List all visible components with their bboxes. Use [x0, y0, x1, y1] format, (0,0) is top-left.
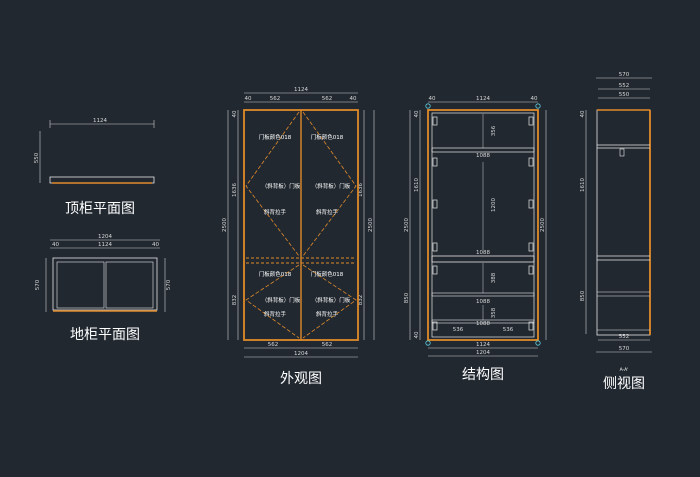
side-title: 侧视图 — [603, 376, 645, 392]
base-plan-middle-dim: 1124 — [98, 242, 112, 248]
side-bottom-inner-dim: 552 — [619, 334, 630, 340]
top-plan-width-dim: 1124 — [93, 118, 107, 124]
top-plan-panel — [49, 176, 155, 184]
exterior-lower-mid-left-label: （斜背板）门板 — [262, 296, 301, 304]
structure-mid-gap: 1200 — [491, 198, 497, 212]
structure-corner-tr: 40 — [531, 96, 538, 102]
base-cabinet-plan: 1204 40 1124 40 570 570 地柜平面图 — [35, 234, 172, 343]
exterior-top-right-dim: 40 — [350, 96, 357, 102]
exterior-upper-door-left-label: 门板颜色018 — [259, 133, 292, 141]
exterior-side-top-dim: 40 — [232, 110, 238, 117]
exterior-upper-handle-right-label: 斜背拉手 — [316, 208, 339, 216]
base-plan-overall-dim: 1204 — [98, 234, 112, 240]
exterior-top-mid2-dim: 562 — [322, 96, 333, 102]
structure-shelf3-width: 1088 — [476, 299, 490, 305]
top-plan-depth-dim: 550 — [34, 152, 40, 163]
structure-top-total-dim: 1124 — [476, 96, 490, 102]
structure-height-upper: 1610 — [414, 178, 420, 192]
base-plan-title: 地柜平面图 — [70, 327, 140, 343]
structure-shelf2-width: 1088 — [476, 250, 490, 256]
exterior-lower-door-right-label: 门板颜色018 — [311, 270, 344, 278]
side-section-mark: A-A' — [620, 367, 629, 373]
exterior-bottom-left-dim: 562 — [268, 342, 279, 348]
side-side-top-dim: 40 — [580, 110, 586, 117]
side-outline — [596, 109, 651, 336]
structure-carcass — [427, 109, 539, 341]
exterior-bottom-right-dim: 562 — [322, 342, 333, 348]
exterior-top-mid1-dim: 562 — [270, 96, 281, 102]
base-plan-depth-left: 570 — [35, 279, 41, 290]
exterior-height-upper-right: 1636 — [358, 183, 364, 197]
exterior-height-total-right: 2500 — [368, 218, 374, 232]
exterior-upper-handle-left-label: 斜背拉手 — [264, 208, 287, 216]
base-plan-left-dim: 40 — [52, 242, 59, 248]
exterior-lower-door-left-label: 门板颜色018 — [259, 270, 292, 278]
side-top-depth-dim: 550 — [619, 92, 630, 98]
side-height-upper: 1610 — [580, 178, 586, 192]
base-plan-right-dim: 40 — [152, 242, 159, 248]
exterior-upper-mid-right-label: （斜背板）门板 — [312, 182, 351, 190]
base-plan-depth-right: 570 — [166, 279, 172, 290]
exterior-lower-handle-left-label: 斜背拉手 — [264, 310, 287, 318]
side-top-inner-dim: 552 — [619, 83, 630, 89]
exterior-lower-mid-right-label: （斜背板）门板 — [312, 296, 351, 304]
structure-view: 1124 40 40 40 1610 2500 850 40 2500 — [404, 96, 547, 383]
structure-corner-tl: 40 — [429, 96, 436, 102]
exterior-height-lower-left: 832 — [232, 295, 238, 306]
side-top-total-dim: 570 — [619, 72, 630, 78]
structure-bottom-right-dim: 536 — [503, 327, 514, 333]
exterior-upper-mid-left-label: （斜背板）门板 — [262, 182, 301, 190]
exterior-top-left-dim: 40 — [245, 96, 252, 102]
structure-right-total: 2500 — [540, 218, 546, 232]
top-cabinet-plan: 1124 550 顶柜平面图 — [34, 118, 155, 217]
structure-shelf1-width: 1088 — [476, 153, 490, 159]
exterior-view: 1124 40 562 562 40 40 1636 2500 832 1636… — [222, 87, 375, 387]
base-plan-outline — [52, 257, 158, 311]
exterior-bottom-total-dim: 1204 — [294, 351, 308, 357]
exterior-title: 外观图 — [280, 371, 322, 387]
side-view: 570 552 550 40 1610 850 552 570 A-A' 侧视图 — [580, 72, 652, 392]
structure-shelf1-gap: 356 — [491, 125, 497, 136]
structure-height-base: 40 — [414, 331, 420, 338]
side-bottom-total-dim: 570 — [619, 346, 630, 352]
structure-gap3: 388 — [491, 272, 497, 283]
structure-side-top-dim: 40 — [414, 110, 420, 117]
exterior-top-total-dim: 1124 — [294, 87, 308, 93]
structure-height-total: 2500 — [404, 218, 410, 232]
structure-height-lower: 850 — [404, 292, 410, 303]
side-height-lower: 850 — [580, 290, 586, 301]
top-plan-title: 顶柜平面图 — [65, 201, 135, 217]
structure-title: 结构图 — [462, 367, 504, 383]
structure-bottom-left-dim: 536 — [453, 327, 464, 333]
exterior-height-lower-right: 832 — [358, 295, 364, 306]
structure-bottom-total-dim: 1204 — [476, 350, 490, 356]
structure-bottom-mid-dim: 1124 — [476, 342, 490, 348]
structure-gap4: 358 — [491, 307, 497, 318]
exterior-upper-door-right-label: 门板颜色018 — [311, 133, 344, 141]
structure-shelf4-width: 1088 — [476, 321, 490, 327]
exterior-lower-handle-right-label: 斜背拉手 — [316, 310, 339, 318]
exterior-height-total-left: 2500 — [222, 218, 228, 232]
exterior-height-upper-left: 1636 — [232, 183, 238, 197]
